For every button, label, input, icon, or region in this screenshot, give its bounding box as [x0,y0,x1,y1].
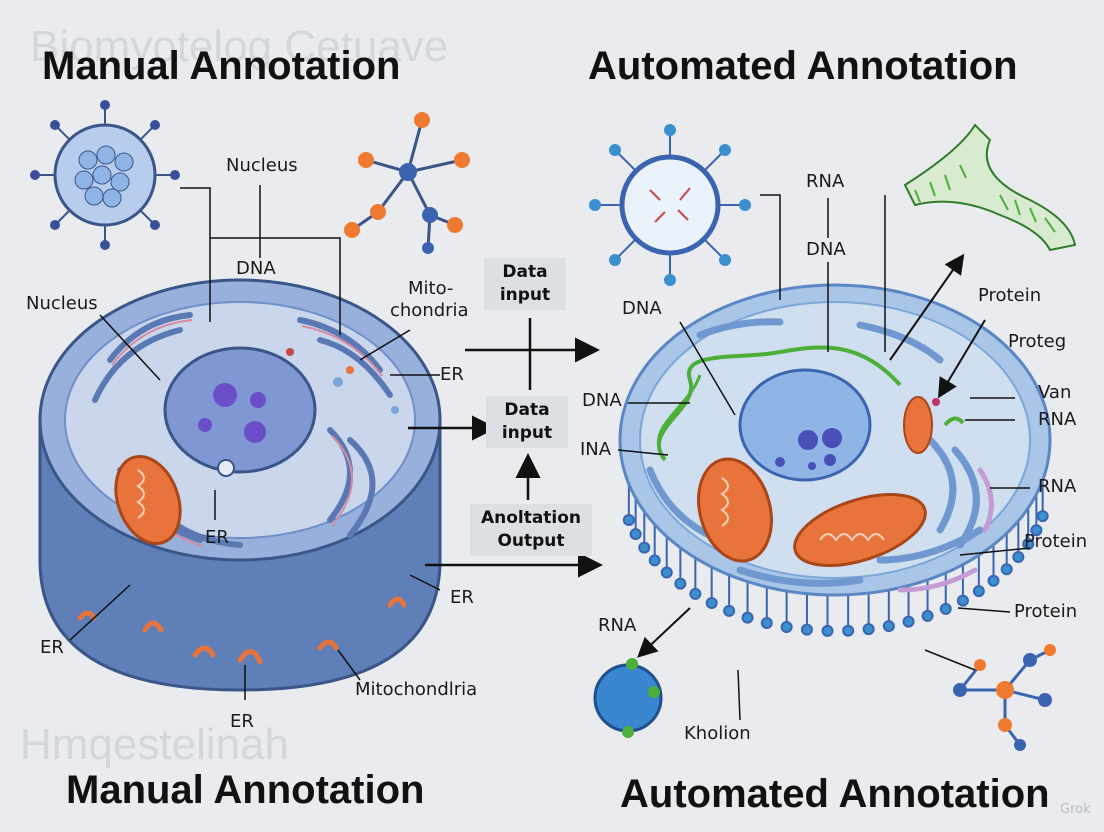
label-dna-mid: DNA [582,391,622,412]
manual-cell [40,280,440,690]
lipid-head [631,529,641,539]
lipid-head [884,621,894,631]
label-rna-2: RNA [1038,477,1076,498]
label-mito-a: Mito- [408,279,453,300]
lipid-head [690,589,700,599]
annotation-output-box: Anoltation Output [470,504,592,556]
label-dna-left: DNA [236,259,276,280]
watermark: Grok [1060,802,1091,817]
lipid-head [624,515,634,525]
molecule-right [953,644,1056,751]
label-rna-1: RNA [1038,410,1076,431]
heading-automated-bottom: Automated Annotation [620,772,1050,817]
heading-automated-top: Automated Annotation [588,44,1018,89]
label-er-right: ER [440,365,464,386]
heading-manual-bottom: Manual Annotation [66,768,424,813]
label-ina: INA [580,440,611,461]
heading-manual-top: Manual Annotation [42,44,400,89]
label-nucleus-top: Nucleus [226,156,298,177]
lipid-head [989,576,999,586]
label-proteg: Proteg [1008,332,1066,353]
label-er-bottom: ER [230,712,254,733]
lipid-head [864,624,874,634]
lipid-head [724,606,734,616]
lipid-head [762,618,772,628]
label-dna-top: DNA [806,240,846,261]
virus-particle-left [30,100,180,250]
label-protein-3: Protein [1014,602,1077,623]
label-van: Van [1038,383,1071,404]
label-protein-2: Protein [1024,532,1087,553]
lipid-head [822,626,832,636]
label-rna-bottom: RNA [598,616,636,637]
data-input-box-2: Data input [486,396,568,448]
data-input-box-1: Data input [484,258,566,310]
label-rna-top: RNA [806,172,844,193]
virus-particle-right [589,124,751,286]
label-dna-left-auto: DNA [622,299,662,320]
lipid-head [1013,552,1023,562]
lipid-head [639,543,649,553]
lipid-head [802,625,812,635]
lipid-head [1002,564,1012,574]
automated-cell [620,285,1050,636]
lipid-head [650,555,660,565]
label-mitochondria-bottom: Mitochondlria [355,680,477,701]
label-er-center: ER [205,528,229,549]
label-er-left: ER [40,638,64,659]
lipid-head [923,611,933,621]
label-kholion: Kholion [684,724,751,745]
lipid-head [782,622,792,632]
lipid-head [974,586,984,596]
lipid-head [843,626,853,636]
lipid-head [675,579,685,589]
lipid-head [743,613,753,623]
lipid-head [707,598,717,608]
molecule-left [344,112,470,254]
label-er-lower-right: ER [450,588,474,609]
lipid-head [941,604,951,614]
lipid-head [662,567,672,577]
vesicle-sphere [595,658,661,738]
label-protein-1: Protein [978,286,1041,307]
lipid-head [958,596,968,606]
label-mito-b: chondria [390,301,469,322]
label-nucleus-side: Nucleus [26,294,98,315]
lipid-head [1038,511,1048,521]
lipid-head [904,617,914,627]
protein-ribbon [905,125,1075,250]
